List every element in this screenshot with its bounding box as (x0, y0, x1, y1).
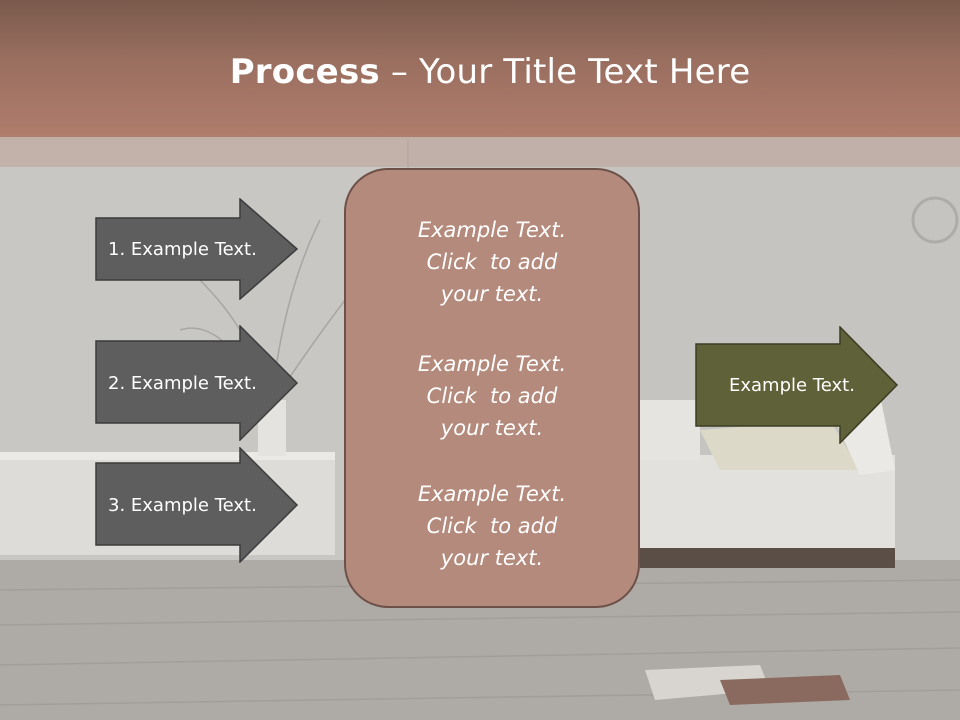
right-arrow-label: Example Text. (729, 374, 855, 396)
title-rest: – Your Title Text Here (379, 52, 751, 92)
center-block-2: Example Text. Click to add your text. (346, 348, 638, 444)
center-block-2-line1: Example Text. (417, 352, 567, 376)
left-arrow-1[interactable]: 1. Example Text. (95, 198, 300, 300)
left-arrow-3[interactable]: 3. Example Text. (95, 447, 300, 563)
left-arrow-2-label: 2. Example Text. (108, 372, 257, 394)
title-underband (0, 137, 960, 167)
title-bold: Process (229, 52, 380, 92)
title-band (0, 0, 960, 137)
left-arrow-2[interactable]: 2. Example Text. (95, 325, 300, 441)
center-block-1-line3: your text. (440, 282, 544, 306)
center-block-1-line1: Example Text. (417, 218, 567, 242)
center-text-box[interactable]: Example Text. Click to add your text. Ex… (344, 168, 640, 608)
right-arrow[interactable]: Example Text. (695, 326, 900, 444)
left-arrow-3-label: 3. Example Text. (108, 494, 257, 516)
center-block-3: Example Text. Click to add your text. (346, 478, 638, 574)
center-block-3-line1: Example Text. (417, 482, 567, 506)
center-block-3-line3: your text. (440, 546, 544, 570)
center-block-3-line2: Click to add (426, 514, 558, 538)
center-block-2-line2: Click to add (426, 384, 558, 408)
center-block-1-line2: Click to add (426, 250, 558, 274)
left-arrow-1-label: 1. Example Text. (108, 238, 257, 260)
center-block-1: Example Text. Click to add your text. (346, 214, 638, 310)
center-block-2-line3: your text. (440, 416, 544, 440)
page-title[interactable]: Process – Your Title Text Here (0, 52, 960, 92)
